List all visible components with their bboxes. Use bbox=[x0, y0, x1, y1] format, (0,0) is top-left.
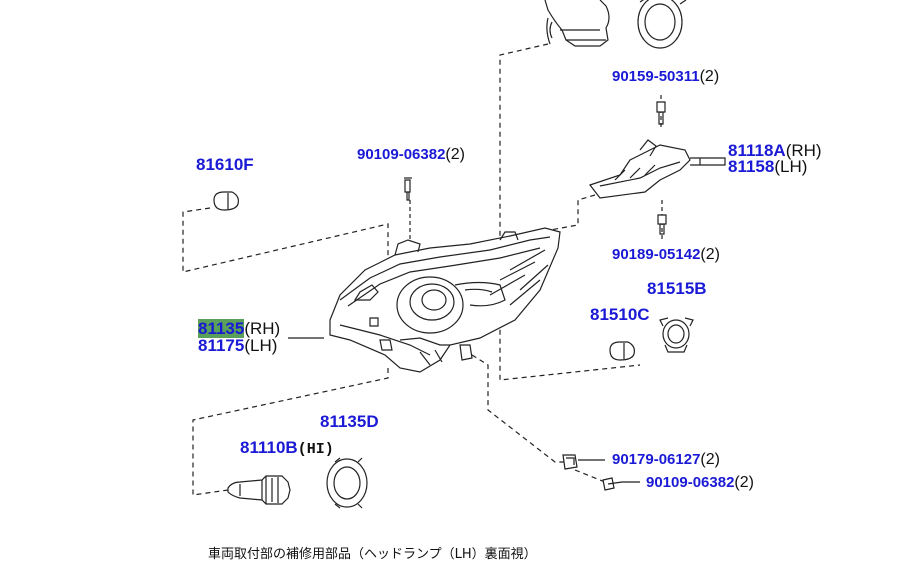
side-lh-81175: (LH) bbox=[244, 336, 278, 355]
clip-90179-illustration bbox=[562, 454, 605, 470]
screw-90109-top-illustration bbox=[404, 177, 412, 240]
quantity-90159: (2) bbox=[699, 68, 720, 85]
part-number-90109-06382-bottom[interactable]: 90109-06382 bbox=[646, 474, 735, 491]
bulb-81510C-illustration bbox=[609, 341, 635, 361]
part-number-81110B[interactable]: 81110B bbox=[240, 438, 298, 457]
part-number-81510C[interactable]: 81510C bbox=[590, 305, 650, 324]
part-label-81610F: 81610F bbox=[196, 156, 254, 174]
quantity-90179: (2) bbox=[700, 451, 720, 468]
part-number-81175[interactable]: 81175 bbox=[198, 336, 245, 355]
socket-81515B-illustration bbox=[659, 317, 694, 353]
part-label-90159: 90159-50311(2) bbox=[612, 68, 719, 86]
part-label-81515B: 81515B bbox=[647, 280, 707, 298]
part-label-90179: 90179-06127(2) bbox=[612, 451, 720, 469]
screw-90109-bottom-illustration bbox=[602, 477, 640, 491]
high-beam-suffix: (HI) bbox=[297, 441, 334, 458]
screw-90159-illustration bbox=[656, 95, 666, 128]
part-label-90109-top: 90109-06382(2) bbox=[357, 146, 465, 164]
part-label-81135D: 81135D bbox=[320, 413, 379, 431]
top-socket-cap-illustration bbox=[637, 0, 687, 49]
part-number-90179-06127[interactable]: 90179-06127 bbox=[612, 451, 701, 468]
bracket-81118A-illustration bbox=[589, 139, 726, 199]
bulb-81610F-illustration bbox=[213, 191, 239, 211]
headlamp-housing-illustration bbox=[329, 227, 561, 373]
quantity-90189: (2) bbox=[700, 246, 720, 263]
bulb-81110B-illustration bbox=[227, 475, 291, 505]
part-number-81515B[interactable]: 81515B bbox=[647, 279, 707, 298]
part-label-81135: 81135(RH) bbox=[198, 319, 281, 338]
part-number-90109-06382-top[interactable]: 90109-06382 bbox=[357, 146, 446, 163]
part-label-90109-bottom: 90109-06382(2) bbox=[646, 474, 754, 492]
quantity-90109-top: (2) bbox=[445, 146, 465, 163]
socket-81135D-illustration bbox=[326, 457, 368, 509]
footer-note: 車両取付部の補修用部品（ヘッドランプ（LH）裏面視） bbox=[208, 547, 537, 562]
top-bulb-illustration bbox=[544, 0, 610, 47]
part-number-81135-highlighted[interactable]: 81135 bbox=[198, 319, 245, 338]
part-number-81118A[interactable]: 81118A bbox=[728, 141, 786, 160]
screw-90189-illustration bbox=[657, 200, 667, 240]
part-number-90189-05142[interactable]: 90189-05142 bbox=[612, 246, 701, 263]
part-number-90159-50311[interactable]: 90159-50311 bbox=[612, 68, 700, 85]
side-rh-81135: (RH) bbox=[244, 319, 281, 338]
part-number-81610F[interactable]: 81610F bbox=[196, 155, 254, 174]
part-label-81158: 81158(LH) bbox=[728, 158, 807, 176]
part-label-90189: 90189-05142(2) bbox=[612, 246, 720, 264]
part-label-81175: 81175(LH) bbox=[198, 337, 277, 355]
quantity-90109-bottom: (2) bbox=[734, 474, 754, 491]
part-label-81118A: 81118A(RH) bbox=[728, 142, 822, 160]
part-label-81110B: 81110B(HI) bbox=[240, 439, 334, 459]
part-label-81510C: 81510C bbox=[590, 306, 650, 324]
side-rh-81118A: (RH) bbox=[785, 141, 822, 160]
part-number-81135D[interactable]: 81135D bbox=[320, 412, 379, 431]
side-lh-81158: (LH) bbox=[774, 157, 808, 176]
part-number-81158[interactable]: 81158 bbox=[728, 157, 775, 176]
